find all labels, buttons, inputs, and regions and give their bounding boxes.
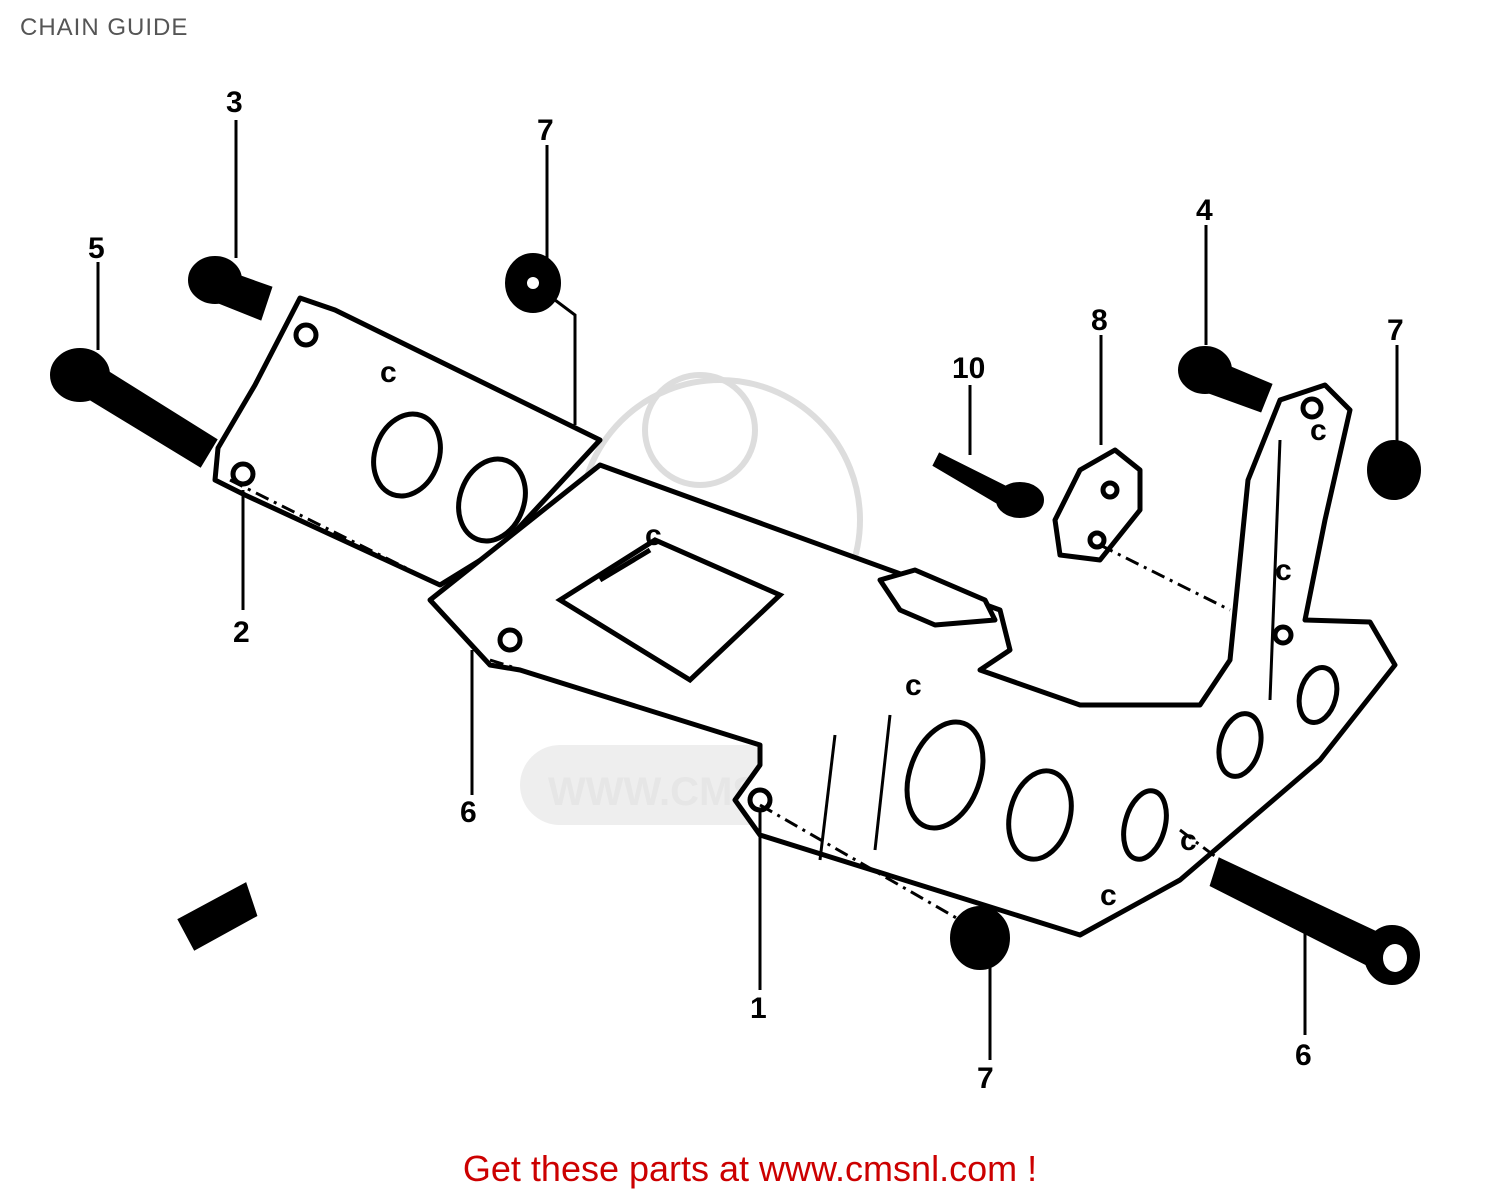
- callout-2: 2: [233, 616, 250, 649]
- callout-6-left: 6: [460, 796, 477, 829]
- callout-4: 4: [1196, 194, 1213, 227]
- spacer-part-9: [1052, 447, 1143, 563]
- callout-10: 10: [952, 352, 985, 385]
- svg-text:c: c: [380, 356, 397, 389]
- svg-text:c: c: [905, 669, 922, 702]
- svg-text:c: c: [645, 519, 662, 552]
- bolt-part-4: [1178, 346, 1273, 413]
- bolt-part-3: [188, 256, 273, 321]
- leader-lines: [96, 120, 1399, 1060]
- exploded-parts-diagram: CMS WWW.CMSNL.COM c c c c c c c: [50, 86, 1421, 1095]
- callout-8: 8: [1091, 304, 1108, 337]
- callout-3: 3: [226, 86, 243, 119]
- svg-text:c: c: [1180, 824, 1197, 857]
- callout-7-top: 7: [537, 114, 554, 147]
- nut-part-7-right: [1367, 440, 1421, 500]
- nut-part-7-top: [505, 253, 561, 313]
- screw-part-10: [932, 452, 1044, 518]
- svg-text:c: c: [1100, 879, 1117, 912]
- callout-5: 5: [88, 232, 105, 265]
- svg-text:c: c: [1275, 554, 1292, 587]
- diagram-title: CHAIN GUIDE: [20, 14, 189, 41]
- nut-part-7-bottom: [950, 906, 1010, 970]
- footer-link[interactable]: Get these parts at www.cmsnl.com !: [462, 1148, 1038, 1189]
- callout-labels: 1 2 3 4 5 6 6 7 7 7 8 9 10: [88, 86, 1404, 1095]
- callout-7-bottom: 7: [977, 1062, 994, 1095]
- callout-7-right: 7: [1387, 314, 1404, 347]
- callout-1: 1: [750, 992, 767, 1025]
- bolt-part-6-lower: [1209, 857, 1420, 985]
- clip-part-8: [177, 882, 258, 951]
- svg-text:c: c: [1310, 414, 1327, 447]
- chain-guide-part-1: c c c c c c: [427, 382, 1398, 938]
- callout-6-right: 6: [1295, 1039, 1312, 1072]
- bolt-part-5: [50, 348, 218, 468]
- plate-part-2: c: [212, 295, 603, 588]
